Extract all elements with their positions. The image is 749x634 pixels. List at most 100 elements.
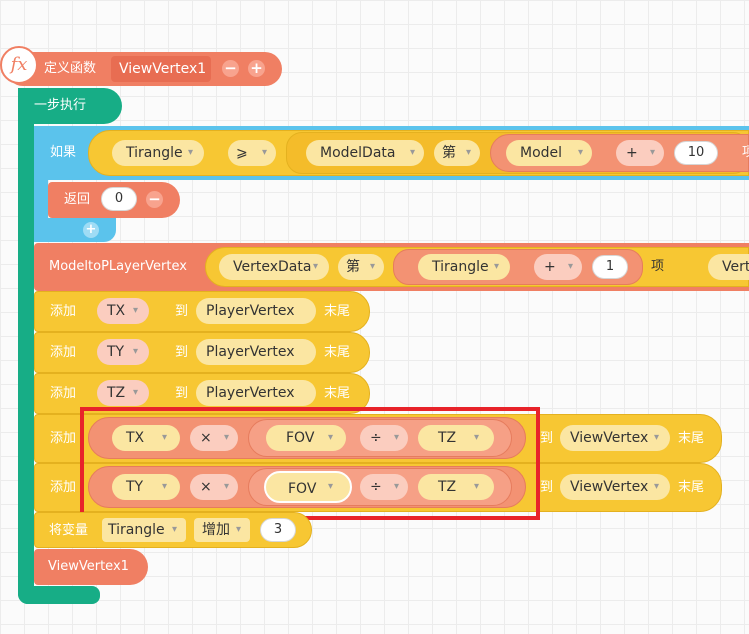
- var-model-text: Model: [520, 145, 563, 161]
- var-fov-dropdown-1[interactable]: FOV ▾: [266, 425, 346, 451]
- plus-operator-text: +: [626, 145, 638, 161]
- var-tirangle-text-2: Tirangle: [432, 259, 489, 275]
- add-view-label-1: 添加: [50, 431, 77, 446]
- return-value-input[interactable]: 0: [101, 187, 137, 211]
- change-op-dropdown[interactable]: 增加 ▾: [194, 518, 250, 542]
- chevron-down-icon: ▾: [654, 432, 660, 443]
- var-tirangle-dropdown-2[interactable]: Tirangle ▾: [418, 254, 510, 280]
- list-viewvertex-dropdown-2[interactable]: ViewVertex ▾: [560, 474, 670, 500]
- add-label-3: 添加: [50, 386, 77, 401]
- mul-operator-text-2: ×: [200, 479, 212, 495]
- remove-param-button[interactable]: −: [222, 60, 239, 77]
- list-playervertex-dropdown-2[interactable]: PlayerVertex: [196, 339, 316, 365]
- mul-operator-text-1: ×: [200, 430, 212, 446]
- add-else-button[interactable]: +: [83, 222, 99, 238]
- chevron-down-icon: ▾: [474, 481, 480, 492]
- sequence-block-foot: [18, 586, 100, 604]
- var-fov-dropdown-2[interactable]: FOV ▾: [264, 471, 352, 503]
- chevron-down-icon: ▾: [224, 481, 230, 492]
- list-playervertex-text-2: PlayerVertex: [206, 344, 295, 360]
- chevron-down-icon: ▾: [568, 261, 574, 272]
- sequence-label: 一步执行: [34, 98, 87, 113]
- nth-dropdown-2[interactable]: 第 ▾: [338, 254, 384, 280]
- var-tx-dropdown-2[interactable]: TX ▾: [112, 425, 180, 451]
- mul-operator-dropdown-2[interactable]: × ▾: [190, 474, 238, 500]
- list-viewvertex-text-2: ViewVertex: [570, 479, 649, 495]
- number-input-10[interactable]: 10: [674, 141, 718, 165]
- number-input-1[interactable]: 1: [592, 255, 628, 279]
- chevron-down-icon: ▾: [162, 432, 168, 443]
- div-operator-dropdown-2[interactable]: ÷ ▾: [360, 474, 408, 500]
- chevron-down-icon: ▾: [133, 387, 139, 398]
- list-modeldata-dropdown[interactable]: ModelData ▾: [306, 140, 424, 166]
- var-tz-text-3: TZ: [438, 479, 457, 495]
- list-playervertex-dropdown-1[interactable]: PlayerVertex: [196, 298, 316, 324]
- nth-dropdown[interactable]: 第 ▾: [434, 140, 480, 166]
- chevron-down-icon: ▾: [578, 147, 584, 158]
- div-operator-dropdown-1[interactable]: ÷ ▾: [360, 425, 408, 451]
- return-remove-button[interactable]: −: [146, 191, 163, 208]
- chevron-down-icon: ▾: [162, 481, 168, 492]
- var-ty-text-2: TY: [126, 479, 144, 495]
- chevron-down-icon: ▾: [328, 432, 334, 443]
- sequence-block-body: [18, 88, 34, 604]
- var-tirangle-dropdown[interactable]: Tirangle ▾: [112, 140, 204, 166]
- clipped-list-dropdown[interactable]: Verte: [708, 254, 749, 280]
- var-fov-text-2: FOV: [288, 481, 317, 497]
- var-tx-text-2: TX: [126, 430, 145, 446]
- var-tz-dropdown[interactable]: TZ ▾: [97, 380, 149, 406]
- plus-operator-text-2: +: [544, 259, 556, 275]
- var-ty-text: TY: [107, 344, 125, 360]
- end-label-1: 末尾: [324, 304, 351, 319]
- chevron-down-icon: ▾: [224, 432, 230, 443]
- change-op-text: 增加: [202, 522, 230, 538]
- chevron-down-icon: ▾: [410, 147, 416, 158]
- chevron-down-icon: ▾: [394, 481, 400, 492]
- chevron-down-icon: ▾: [172, 524, 178, 535]
- list-modeldata-text: ModelData: [320, 145, 396, 161]
- define-function-label: 定义函数: [44, 61, 97, 76]
- chevron-down-icon: ▾: [236, 524, 242, 535]
- var-fov-text-1: FOV: [286, 430, 315, 446]
- add-param-button[interactable]: +: [248, 60, 265, 77]
- call-function-block[interactable]: [34, 549, 148, 585]
- end-label-2: 末尾: [324, 345, 351, 360]
- add-label-2: 添加: [50, 345, 77, 360]
- chevron-down-icon: ▾: [494, 261, 500, 272]
- chevron-down-icon: ▾: [474, 432, 480, 443]
- chevron-down-icon: ▾: [133, 346, 139, 357]
- var-tx-text: TX: [107, 303, 126, 319]
- var-ty-dropdown[interactable]: TY ▾: [97, 339, 149, 365]
- list-playervertex-text-1: PlayerVertex: [206, 303, 295, 319]
- chevron-down-icon: ▾: [328, 481, 334, 492]
- end-view-label-1: 末尾: [678, 431, 705, 446]
- chevron-down-icon: ▾: [650, 147, 656, 158]
- list-vertexdata-text: VertexData: [233, 259, 312, 275]
- chevron-down-icon: ▾: [313, 261, 319, 272]
- var-tirangle-text: Tirangle: [126, 145, 183, 161]
- var-model-dropdown[interactable]: Model ▾: [506, 140, 592, 166]
- compare-operator-dropdown[interactable]: ⩾ ▾: [228, 140, 276, 166]
- change-var-dropdown[interactable]: Tirangle ▾: [102, 518, 186, 542]
- var-tz-dropdown-2[interactable]: TZ ▾: [418, 425, 494, 451]
- list-viewvertex-dropdown-1[interactable]: ViewVertex ▾: [560, 425, 670, 451]
- var-ty-dropdown-2[interactable]: TY ▾: [112, 474, 180, 500]
- var-tx-dropdown[interactable]: TX ▾: [97, 298, 149, 324]
- end-label-3: 末尾: [324, 386, 351, 401]
- list-vertexdata-dropdown[interactable]: VertexData ▾: [219, 254, 329, 280]
- sequence-block[interactable]: [18, 88, 122, 124]
- change-amount-input[interactable]: 3: [260, 518, 296, 542]
- plus-operator-dropdown[interactable]: + ▾: [616, 140, 664, 166]
- nth-text: 第: [442, 145, 456, 161]
- nth-text-2: 第: [346, 259, 360, 275]
- chevron-down-icon: ▾: [262, 147, 268, 158]
- function-name-field[interactable]: ViewVertex1: [111, 56, 211, 82]
- list-playervertex-dropdown-3[interactable]: PlayerVertex: [196, 380, 316, 406]
- add-label-1: 添加: [50, 304, 77, 319]
- to-label-3: 到: [175, 386, 189, 401]
- mul-operator-dropdown-1[interactable]: × ▾: [190, 425, 238, 451]
- chevron-down-icon: ▾: [370, 261, 376, 272]
- var-tz-dropdown-3[interactable]: TZ ▾: [418, 474, 494, 500]
- if-block-foot: [34, 218, 116, 242]
- plus-operator-dropdown-2[interactable]: + ▾: [534, 254, 582, 280]
